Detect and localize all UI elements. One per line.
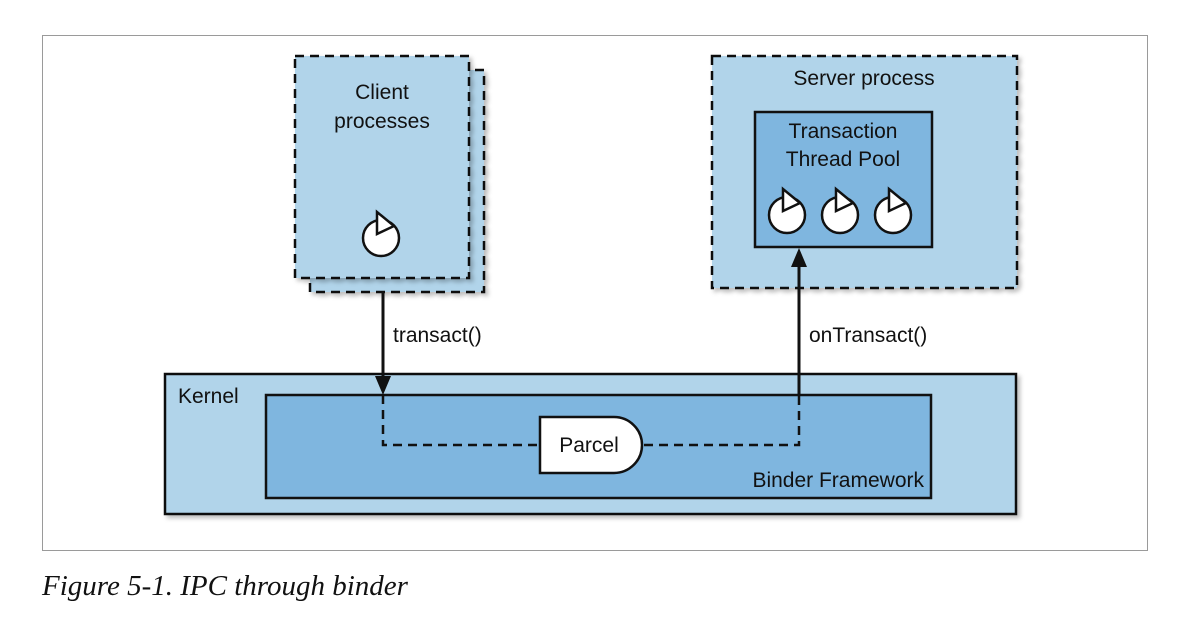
parcel-shape: Parcel	[538, 415, 644, 475]
on-transact-label: onTransact()	[809, 324, 927, 347]
server-label: Server process	[793, 67, 934, 90]
arrow-down-icon	[375, 376, 391, 395]
binder-framework-box	[264, 393, 933, 500]
arrow-up-icon	[791, 248, 807, 267]
client-label-line2: processes	[334, 110, 430, 133]
transact-arrow: transact()	[375, 292, 482, 395]
client-processes-box: Client processes	[293, 54, 486, 294]
on-transact-arrow: onTransact()	[791, 248, 927, 395]
thread-pool-label-line2: Thread Pool	[786, 148, 900, 171]
binder-framework-label: Binder Framework	[752, 469, 924, 492]
transact-label: transact()	[393, 324, 482, 347]
client-label-line1: Client	[355, 81, 409, 104]
transaction-path	[381, 395, 540, 447]
parcel-label: Parcel	[559, 434, 619, 457]
server-process-box: Server process Transaction Thread Pool	[710, 54, 1019, 290]
kernel-label: Kernel	[178, 385, 239, 408]
transaction-path-return	[644, 395, 801, 447]
figure-caption: Figure 5-1. IPC through binder	[42, 570, 408, 602]
thread-pool-label-line1: Transaction	[789, 120, 898, 143]
